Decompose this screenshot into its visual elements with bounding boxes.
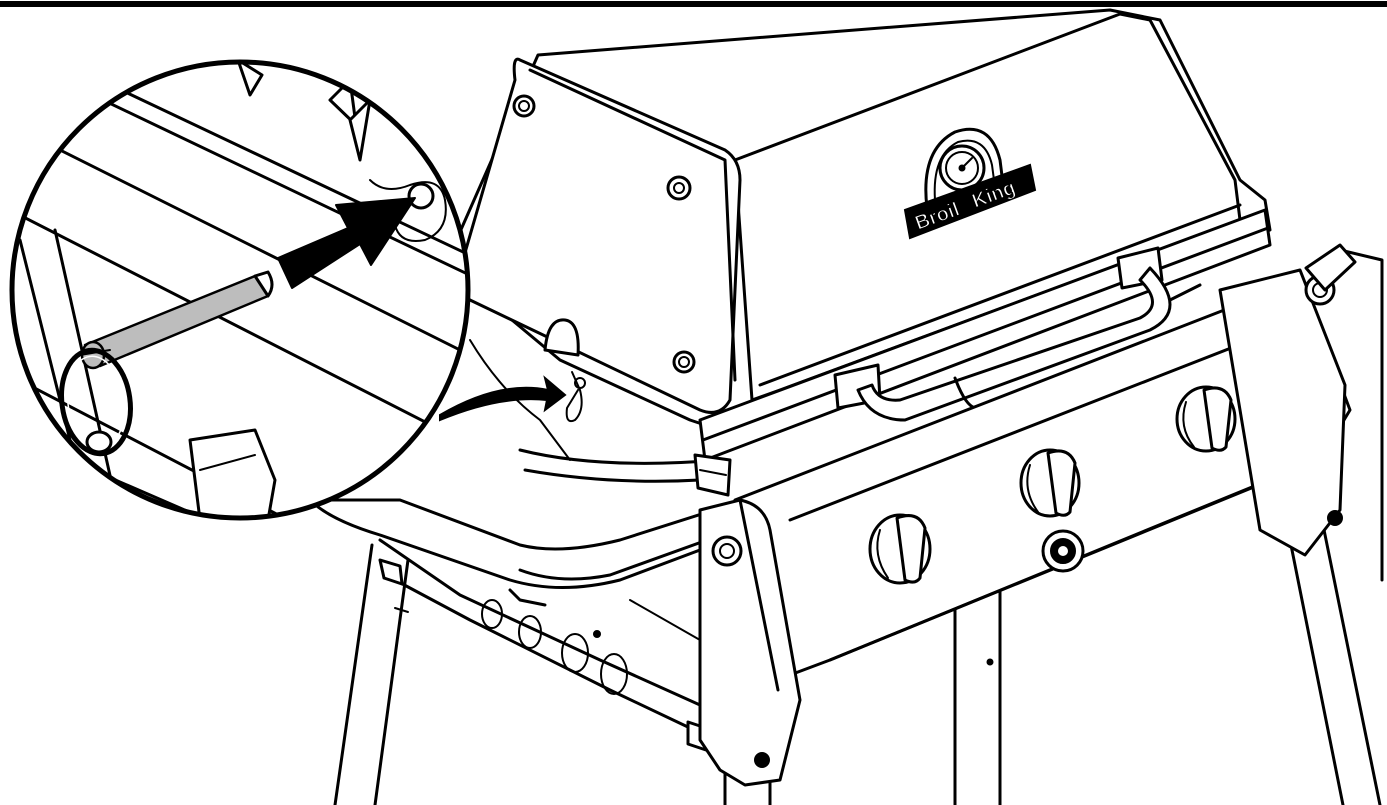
callout-arrow <box>439 375 567 422</box>
lid-handle <box>833 246 1202 422</box>
igniter-button <box>1041 529 1085 573</box>
side-shelf <box>308 448 742 607</box>
cotter-ring <box>59 347 133 457</box>
control-knob <box>1019 448 1081 518</box>
insert-arrow <box>277 197 416 289</box>
control-knob <box>1175 385 1237 453</box>
control-knob <box>868 513 932 585</box>
